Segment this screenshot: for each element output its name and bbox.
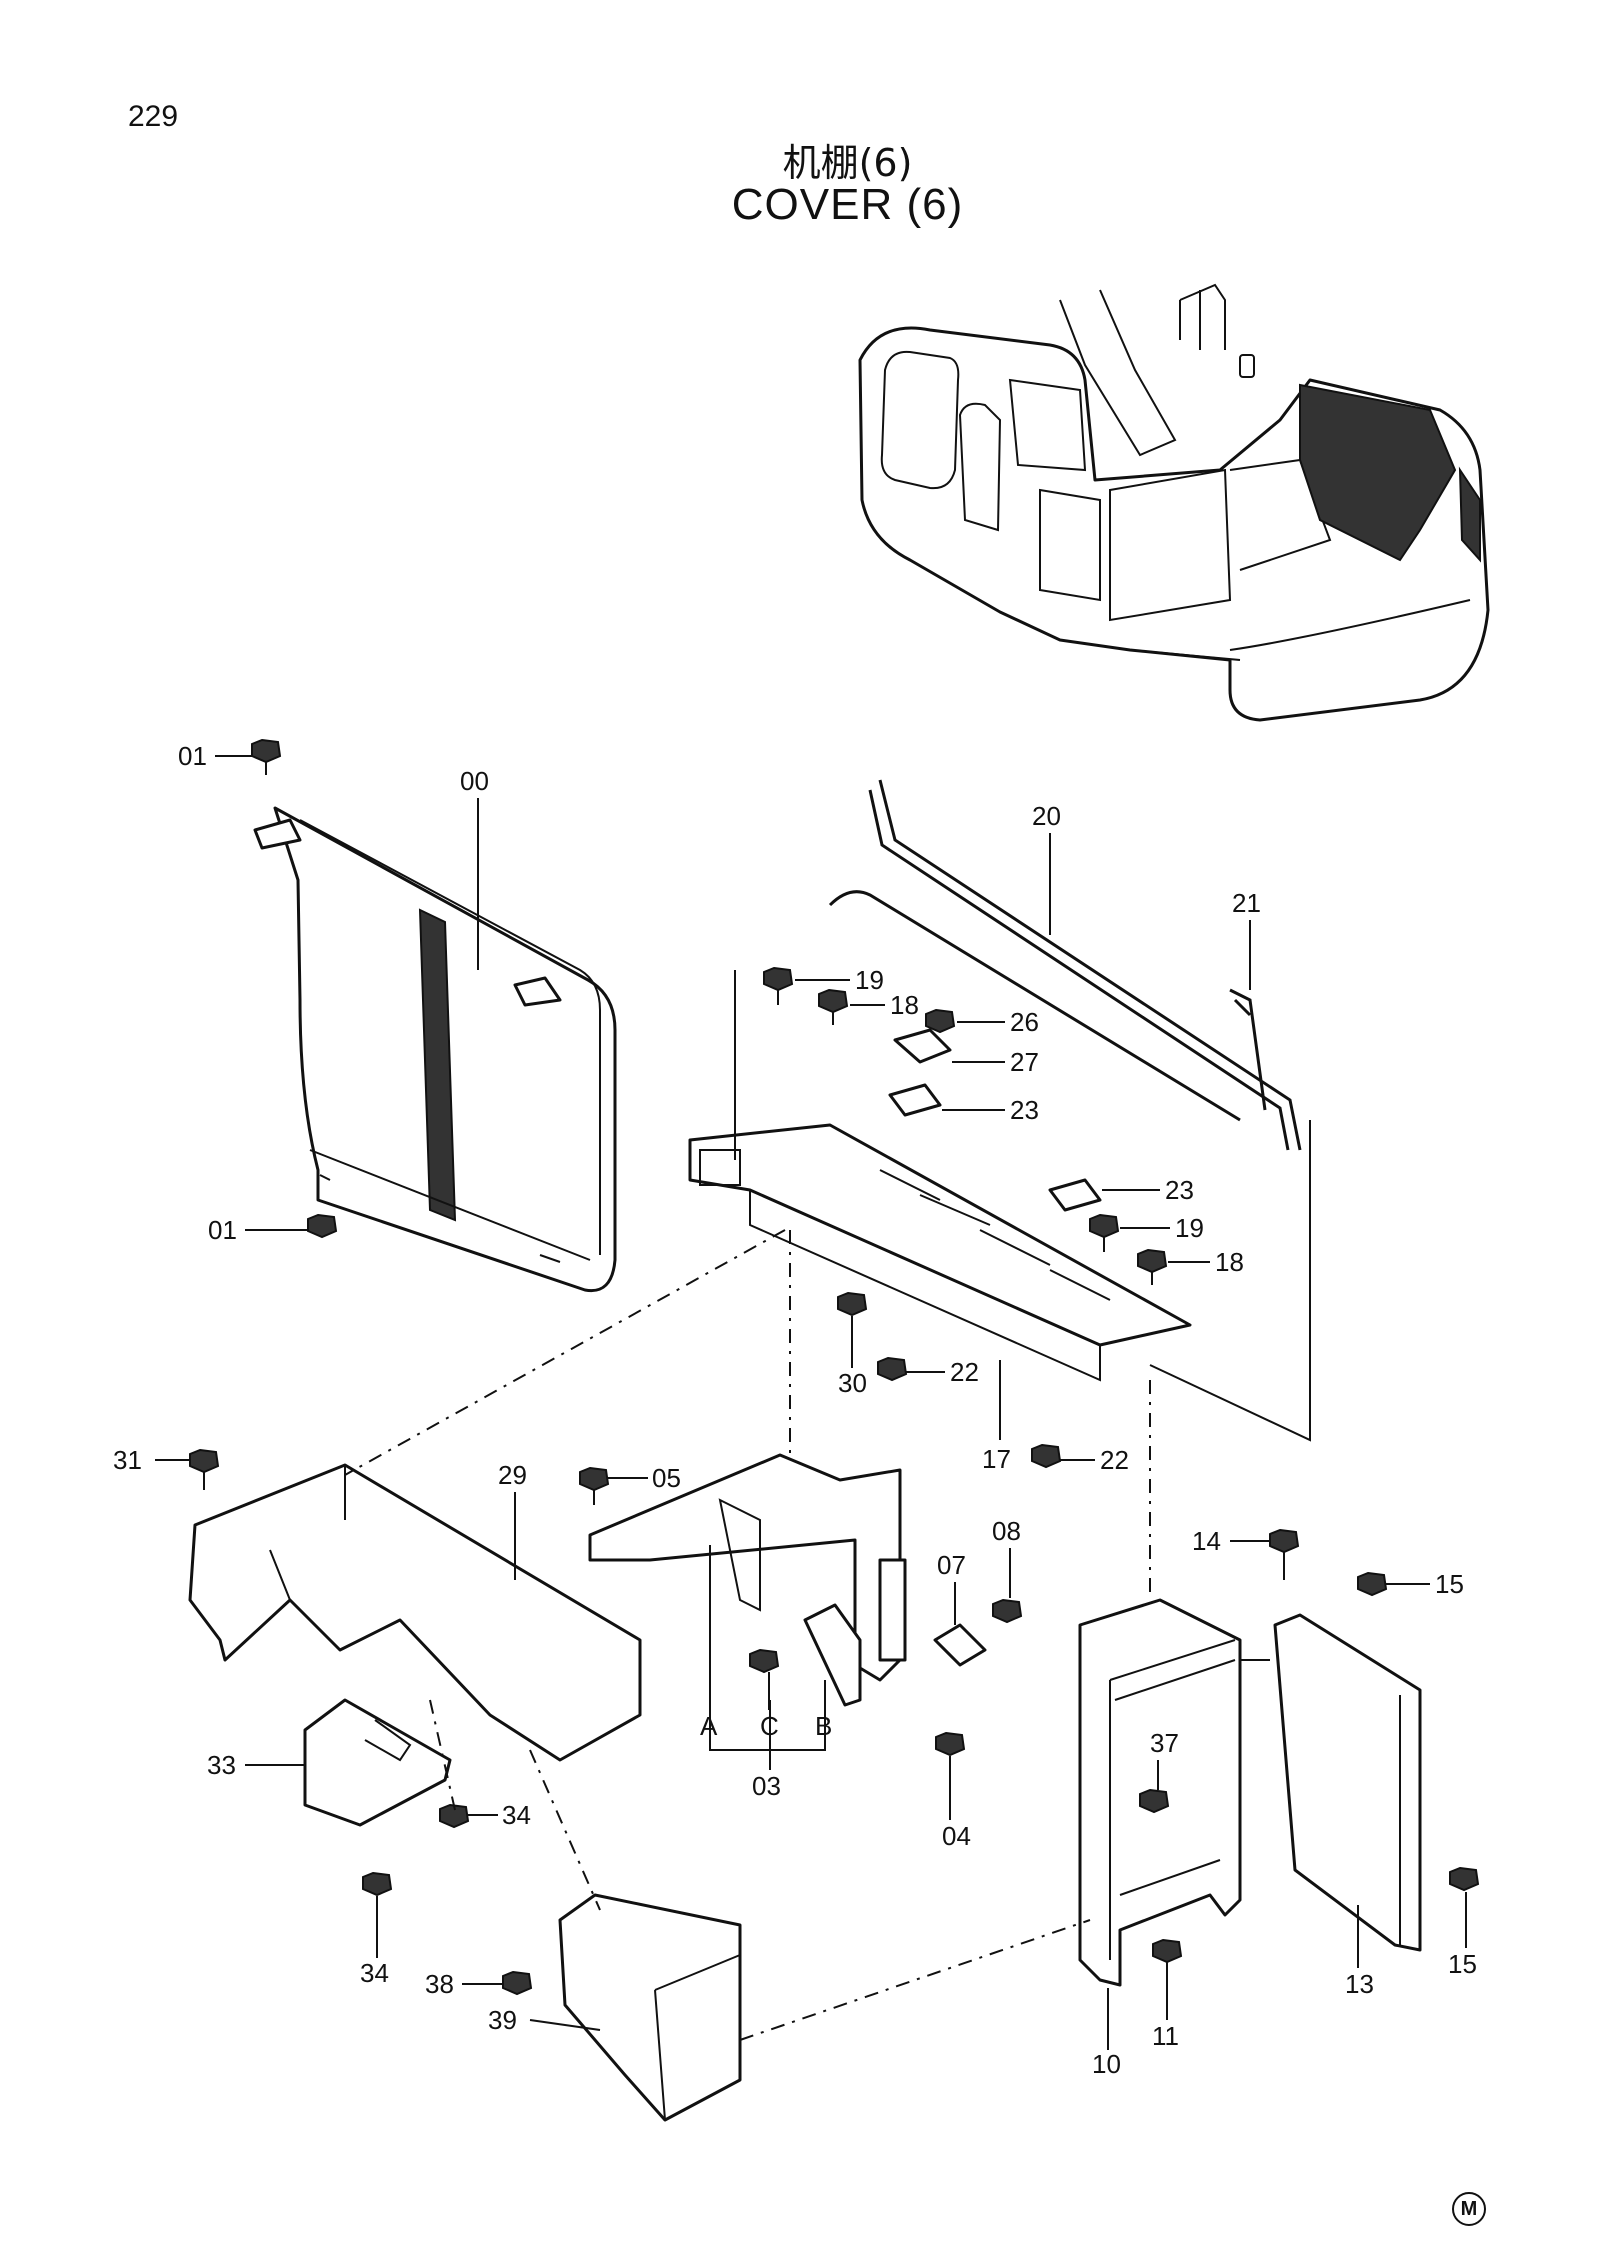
fasteners — [189, 738, 1480, 1996]
bolt-C — [749, 1648, 780, 1674]
callout-38: 38 — [425, 1969, 454, 1999]
assembly-lines — [344, 970, 1311, 2041]
bolt-05 — [579, 1466, 610, 1505]
clip-23-right — [1048, 1178, 1102, 1212]
callout-23-top: 23 — [1010, 1095, 1039, 1125]
bolt-01-top — [251, 738, 282, 775]
part-13-side-plate — [1273, 1613, 1422, 1952]
excavator-overview-illustration — [858, 283, 1490, 722]
bolt-37 — [1139, 1788, 1170, 1814]
page-number: 229 — [128, 100, 179, 133]
callout-labels: 01 00 01 20 21 19 18 26 27 23 23 19 18 3… — [113, 741, 1477, 2079]
callout-34-upper: 34 — [502, 1800, 531, 1830]
part-00-cover-frame — [253, 806, 617, 1293]
callout-13: 13 — [1345, 1969, 1374, 1999]
callout-05: 05 — [652, 1463, 681, 1493]
clip-23-top — [888, 1083, 942, 1117]
callout-18-top: 18 — [890, 990, 919, 1020]
bolt-01-bottom — [307, 1213, 338, 1239]
page-title-english: COVER (6) — [731, 180, 964, 229]
callout-01-bottom: 01 — [208, 1215, 237, 1245]
bolt-19-top — [763, 966, 794, 1005]
callout-31: 31 — [113, 1445, 142, 1475]
callout-B: B — [815, 1711, 832, 1741]
bolt-18-mid — [1137, 1248, 1168, 1285]
bolt-04 — [935, 1731, 966, 1757]
bolt-08 — [992, 1598, 1023, 1624]
callout-37: 37 — [1150, 1728, 1179, 1758]
bolt-11 — [1152, 1938, 1183, 1964]
callout-07: 07 — [937, 1550, 966, 1580]
bolt-22-left — [877, 1356, 908, 1382]
callout-19-mid: 19 — [1175, 1213, 1204, 1243]
callout-20: 20 — [1032, 801, 1061, 831]
part-17-frame-rail — [688, 1123, 1192, 1382]
callout-30: 30 — [838, 1368, 867, 1398]
part-29-bracket — [188, 1463, 642, 1762]
parts-20-21-pipes — [828, 779, 1302, 1151]
callout-29: 29 — [498, 1460, 527, 1490]
callout-10: 10 — [1092, 2049, 1121, 2079]
part-39-guard — [558, 1893, 742, 2122]
callout-04: 04 — [942, 1821, 971, 1851]
footer-mark: M — [1452, 2192, 1486, 2226]
callout-08: 08 — [992, 1516, 1021, 1546]
page-title-chinese: 机棚(6) — [782, 141, 913, 185]
callout-39: 39 — [488, 2005, 517, 2035]
part-03-bracket-assembly — [588, 1453, 987, 1751]
bolt-15-bottom — [1449, 1866, 1480, 1892]
callout-33: 33 — [207, 1750, 236, 1780]
bolt-14 — [1269, 1528, 1300, 1580]
callout-C: C — [760, 1711, 779, 1741]
bolt-34-upper — [439, 1803, 470, 1829]
callout-23-right: 23 — [1165, 1175, 1194, 1205]
callout-27: 27 — [1010, 1047, 1039, 1077]
callout-15-top: 15 — [1435, 1569, 1464, 1599]
callout-14: 14 — [1192, 1526, 1221, 1556]
bolt-34-lower — [362, 1871, 393, 1897]
bolt-38 — [502, 1970, 533, 1996]
callout-00: 00 — [460, 766, 489, 796]
bolt-22-right — [1031, 1443, 1062, 1469]
bolt-26 — [925, 1008, 956, 1034]
callout-18-mid: 18 — [1215, 1247, 1244, 1277]
bolt-18-top — [818, 988, 849, 1025]
callout-17: 17 — [982, 1444, 1011, 1474]
callout-03: 03 — [752, 1771, 781, 1801]
callout-21: 21 — [1232, 888, 1261, 918]
bolt-15-top — [1357, 1571, 1388, 1597]
callout-01-top: 01 — [178, 741, 207, 771]
clip-27 — [893, 1028, 952, 1064]
callout-22-left: 22 — [950, 1357, 979, 1387]
callout-22-right: 22 — [1100, 1445, 1129, 1475]
callout-11: 11 — [1152, 2021, 1179, 2051]
bolt-30 — [837, 1291, 868, 1317]
callout-19-top: 19 — [855, 965, 884, 995]
bolt-31 — [189, 1448, 220, 1490]
callout-26: 26 — [1010, 1007, 1039, 1037]
bolt-19-mid — [1089, 1213, 1120, 1252]
callout-34-lower: 34 — [360, 1958, 389, 1988]
part-33-guard — [303, 1698, 452, 1827]
callout-A: A — [700, 1711, 718, 1741]
callout-15-bottom: 15 — [1448, 1949, 1477, 1979]
